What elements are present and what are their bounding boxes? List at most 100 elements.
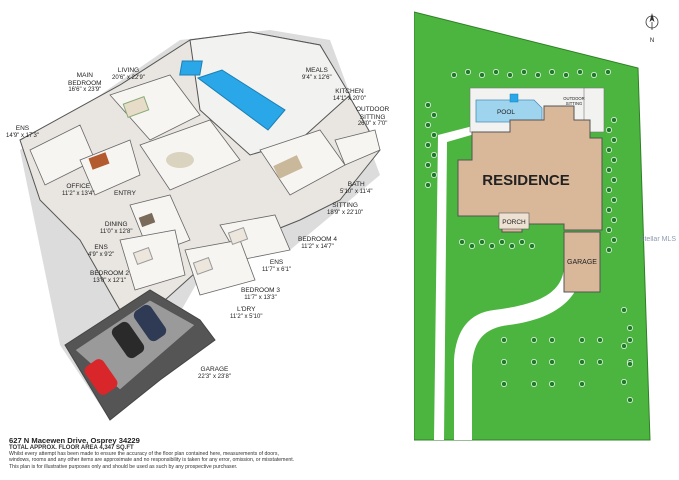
tree-icon	[611, 237, 617, 243]
tree-icon	[627, 337, 633, 343]
tree-icon	[577, 69, 583, 75]
garage-footprint	[563, 231, 601, 293]
tree-icon	[621, 343, 627, 349]
floor-plan-3d	[19, 30, 381, 421]
plan-footer: 627 N Macewen Drive, Osprey 34229 TOTAL …	[9, 436, 404, 470]
outdoor-sitting-label-2: SITTING	[566, 101, 583, 106]
north-arrow-icon	[645, 13, 659, 30]
tree-icon	[579, 337, 585, 343]
tree-icon	[611, 137, 617, 143]
tree-icon	[425, 162, 431, 168]
room-walls	[29, 74, 381, 296]
pool-label: POOL	[497, 109, 515, 116]
tree-icon	[611, 217, 617, 223]
tree-icon	[489, 243, 495, 249]
tree-icon	[549, 381, 555, 387]
tree-icon	[611, 197, 617, 203]
porch-label: PORCH	[502, 219, 526, 226]
total-floor-area: TOTAL APPROX. FLOOR AREA 4,347 SQ.FT	[9, 445, 134, 451]
property-address: 627 N Macewen Drive, Osprey 34229	[9, 436, 140, 445]
tree-icon	[621, 307, 627, 313]
tree-icon	[621, 379, 627, 385]
tree-icon	[549, 69, 555, 75]
tree-icon	[605, 69, 611, 75]
tree-icon	[531, 381, 537, 387]
disclaimer-line-2: windows, rooms and any other items are a…	[9, 457, 295, 464]
tree-icon	[606, 227, 612, 233]
furniture	[88, 96, 303, 276]
tree-icon	[606, 147, 612, 153]
car-black	[111, 321, 145, 359]
tree-icon	[501, 359, 507, 365]
tree-icon	[606, 187, 612, 193]
disclaimer-line-3: This plan is for illustrative purposes o…	[9, 463, 238, 470]
tree-icon	[431, 172, 437, 178]
label-entry: ENTRY	[114, 190, 136, 197]
tree-icon	[597, 359, 603, 365]
tree-icon	[627, 325, 633, 331]
north-label: N	[650, 38, 654, 44]
residence-label: RESIDENCE	[482, 172, 570, 189]
tree-icon	[451, 72, 457, 78]
tree-icon	[579, 381, 585, 387]
tree-icon	[493, 69, 499, 75]
tree-icon	[499, 239, 505, 245]
tree-icon	[501, 381, 507, 387]
tree-icon	[521, 69, 527, 75]
tree-icon	[549, 359, 555, 365]
tree-icon	[425, 182, 431, 188]
driveway	[434, 118, 582, 440]
tree-icon	[591, 72, 597, 78]
tree-icon	[519, 239, 525, 245]
tree-icon	[459, 239, 465, 245]
garage-label: GARAGE	[567, 259, 597, 266]
tree-icon	[425, 122, 431, 128]
tree-icon	[425, 142, 431, 148]
site-plan: RESIDENCE POOL OUTDOOR SITTING PORCH GAR…	[414, 11, 659, 441]
porch-area	[498, 212, 530, 230]
car-red	[84, 359, 118, 395]
tree-icon	[507, 72, 513, 78]
tree-icon	[611, 157, 617, 163]
tree-icon	[606, 167, 612, 173]
car-navy	[133, 304, 167, 342]
tree-icon	[509, 243, 515, 249]
tree-icon	[579, 359, 585, 365]
tree-icon	[479, 72, 485, 78]
tree-icon	[465, 69, 471, 75]
tree-icon	[611, 177, 617, 183]
garage-cars	[84, 304, 167, 395]
tree-icon	[606, 247, 612, 253]
tree-icon	[431, 152, 437, 158]
tree-icon	[606, 207, 612, 213]
residence-footprint	[457, 105, 603, 233]
tree-icon	[611, 117, 617, 123]
mls-watermark: Stellar MLS	[639, 236, 676, 243]
tree-icon	[469, 243, 475, 249]
tree-icon	[531, 337, 537, 343]
tree-icon	[597, 337, 603, 343]
tree-icon	[531, 359, 537, 365]
disclaimer-line-1: Whilst every attempt has been made to en…	[9, 451, 279, 458]
tree-icon	[549, 337, 555, 343]
tree-icon	[431, 132, 437, 138]
tree-icon	[501, 337, 507, 343]
site-pool	[475, 99, 543, 123]
